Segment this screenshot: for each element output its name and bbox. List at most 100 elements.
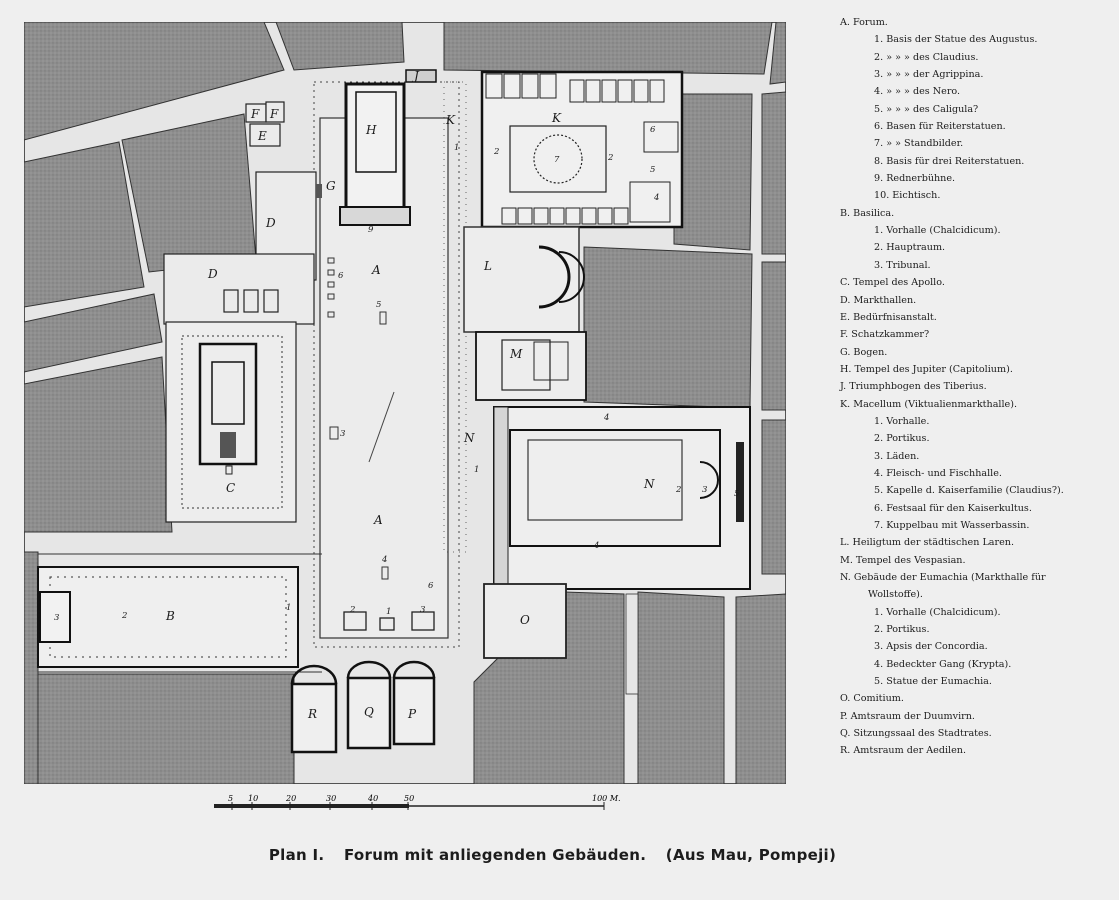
legend-entry: D. Markthallen. bbox=[840, 294, 917, 306]
scale-tick-label: 20 bbox=[285, 794, 296, 803]
legend-entry: G. Bogen. bbox=[840, 346, 888, 358]
legend-entry: 3. Tribunal. bbox=[874, 259, 931, 271]
svg-text:1: 1 bbox=[474, 465, 479, 475]
scale-tick-label: 10 bbox=[248, 794, 258, 803]
legend-entry: 7. » » Standbilder. bbox=[874, 138, 964, 150]
legend-entry: 2. » » » des Claudius. bbox=[874, 51, 979, 63]
legend-entry: L. Heiligtum der städtischen Laren. bbox=[840, 537, 1015, 549]
legend-entry: 3. Läden. bbox=[874, 450, 920, 462]
svg-text:5: 5 bbox=[376, 300, 381, 310]
svg-text:7: 7 bbox=[554, 155, 560, 165]
arch-of-tiberius-J bbox=[405, 69, 437, 83]
city-blocks bbox=[24, 22, 786, 784]
legend-entry: M. Tempel des Vespasian. bbox=[840, 554, 966, 566]
svg-text:2: 2 bbox=[349, 605, 355, 615]
caption-source: (Aus Mau, Pompeji) bbox=[665, 846, 837, 864]
map-label-N: N bbox=[643, 477, 655, 491]
map-label-R: R bbox=[307, 707, 317, 721]
svg-text:9: 9 bbox=[368, 225, 374, 235]
legend-entry: H. Tempel des Jupiter (Capitolium). bbox=[840, 363, 1013, 375]
svg-text:5: 5 bbox=[650, 165, 655, 175]
legend-entry: Wollstoffe). bbox=[868, 589, 923, 601]
map-label-O: O bbox=[520, 613, 530, 627]
legend-entry: 4. Fleisch- und Fischhalle. bbox=[874, 467, 1002, 479]
map-label-E: E bbox=[257, 129, 267, 143]
macellum-K bbox=[480, 70, 684, 229]
legend-entry: N. Gebäude der Eumachia (Markthalle für bbox=[840, 572, 1046, 583]
map-label-P: P bbox=[407, 707, 417, 721]
svg-text:5: 5 bbox=[734, 489, 739, 499]
legend-entry: F. Schatzkammer? bbox=[840, 329, 930, 341]
sanctuary-of-lares-L bbox=[463, 226, 585, 333]
legend-entry: K. Macellum (Viktualienmarkthalle). bbox=[840, 398, 1018, 410]
legend-entry: 1. Vorhalle (Chalcidicum). bbox=[874, 225, 1001, 237]
map-label-D2: D bbox=[207, 267, 218, 281]
legend-entry: 5. Statue der Eumachia. bbox=[874, 676, 992, 688]
legend-entry: E. Bedürfnisanstalt. bbox=[840, 311, 937, 323]
svg-text:3: 3 bbox=[340, 429, 345, 439]
legend-entry: 5. Kapelle d. Kaiserfamilie (Claudius?). bbox=[874, 485, 1064, 497]
svg-text:2: 2 bbox=[493, 147, 499, 157]
svg-text:3: 3 bbox=[702, 485, 707, 495]
map-label-Q: Q bbox=[364, 705, 374, 719]
scale-tick-label: 100 M. bbox=[592, 794, 621, 803]
legend-entry: 3. » » » der Agrippina. bbox=[874, 69, 984, 81]
comitium-O bbox=[483, 583, 567, 659]
map-label-K2: K bbox=[445, 113, 456, 127]
legend-entry: 5. » » » des Caligula? bbox=[874, 103, 979, 115]
map-label-F2: F bbox=[269, 107, 279, 121]
legend-entry: B. Basilica. bbox=[840, 207, 895, 219]
legend-entry: 4. » » » des Nero. bbox=[874, 86, 961, 98]
legend-entry: 9. Rednerbühne. bbox=[874, 173, 956, 185]
svg-text:6: 6 bbox=[428, 581, 434, 591]
scale-tick-label: 40 bbox=[367, 794, 378, 803]
svg-text:6: 6 bbox=[338, 271, 344, 281]
map-letter-labels: A A B C D D E F F G H J K K L M N N O P … bbox=[165, 69, 655, 721]
building-of-eumachia-N bbox=[493, 406, 751, 590]
svg-text:2: 2 bbox=[121, 611, 127, 621]
caption: Plan I. Forum mit anliegenden Gebäuden. … bbox=[0, 846, 1119, 864]
map-label-M: M bbox=[509, 347, 523, 361]
south-buildings-RQP bbox=[290, 660, 436, 754]
svg-text:1: 1 bbox=[454, 143, 459, 153]
legend-entry: R. Amtsraum der Aedilen. bbox=[840, 745, 967, 757]
svg-text:2: 2 bbox=[607, 153, 613, 163]
legend-entry: 2. Portikus. bbox=[874, 433, 930, 445]
legend-entry: 2. Hauptraum. bbox=[874, 242, 946, 254]
legend-entry: A. Forum. bbox=[840, 17, 888, 28]
svg-text:1: 1 bbox=[286, 603, 291, 613]
legend-entry: Q. Sitzungssaal des Stadtrates. bbox=[840, 728, 992, 740]
svg-text:4: 4 bbox=[381, 555, 387, 565]
legend-entry: 10. Eichtisch. bbox=[874, 190, 941, 202]
treasury-F-and-latrine-E bbox=[245, 101, 285, 147]
basilica-B bbox=[37, 553, 322, 673]
map-label-N2: N bbox=[463, 431, 475, 445]
caption-plan-number: Plan I. bbox=[268, 846, 325, 864]
legend-entry: J. Triumphbogen des Tiberius. bbox=[840, 381, 987, 393]
svg-text:4: 4 bbox=[653, 193, 659, 203]
legend-entry: 8. Basis für drei Reiterstatuen. bbox=[874, 155, 1025, 167]
legend-entry: 6. Festsaal für den Kaiserkultus. bbox=[874, 502, 1032, 514]
caption-title: Forum mit anliegenden Gebäuden. bbox=[343, 846, 647, 864]
markets-D bbox=[163, 171, 317, 325]
legend-entry: 4. Bedeckter Gang (Krypta). bbox=[874, 658, 1012, 670]
svg-text:4: 4 bbox=[603, 413, 609, 423]
map-label-A: A bbox=[371, 263, 381, 277]
map-label-L: L bbox=[483, 259, 492, 273]
legend: A. Forum.1. Basis der Statue des Augustu… bbox=[838, 14, 1116, 760]
map-label-B: B bbox=[165, 609, 175, 623]
svg-text:3: 3 bbox=[420, 605, 425, 615]
svg-text:3: 3 bbox=[54, 613, 59, 623]
legend-entry: 1. Vorhalle. bbox=[874, 415, 930, 427]
temple-of-apollo-C bbox=[165, 321, 297, 523]
legend-entry: 2. Portikus. bbox=[874, 624, 930, 636]
legend-entry: 7. Kuppelbau mit Wasserbassin. bbox=[874, 519, 1030, 531]
scale-tick-label: 50 bbox=[404, 794, 414, 803]
map-label-H: H bbox=[365, 123, 377, 137]
scale-tick-label: 5 bbox=[228, 794, 233, 803]
map-label-C: C bbox=[226, 481, 235, 495]
legend-entry: 1. Vorhalle (Chalcidicum). bbox=[874, 606, 1001, 618]
map-label-A2: A bbox=[373, 513, 383, 527]
svg-text:1: 1 bbox=[386, 607, 391, 617]
